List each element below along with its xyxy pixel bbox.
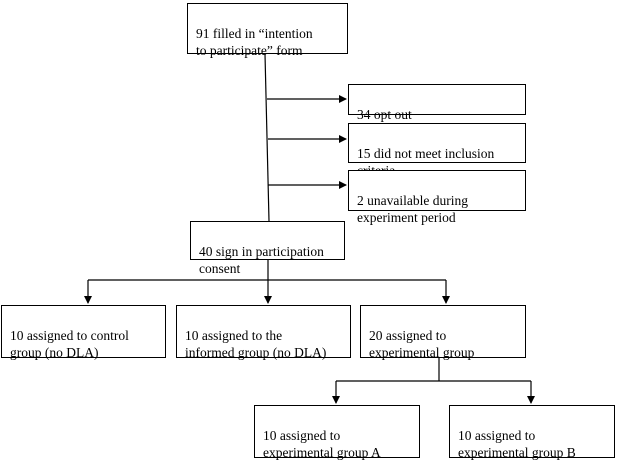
consent-box: 40 sign in participation consent <box>190 221 345 276</box>
unavailable-box: 2 unavailable during experiment period <box>348 170 526 225</box>
filled-form-text: 91 filled in “intention to participate” … <box>196 26 313 58</box>
did-not-meet-box: 15 did not meet inclusion criteria <box>348 123 526 178</box>
group-a-text: 10 assigned to experimental group A <box>263 428 381 460</box>
unavailable-text: 2 unavailable during experiment period <box>357 193 468 225</box>
informed-group-box: 10 assigned to the informed group (no DL… <box>176 305 351 360</box>
consent-text: 40 sign in participation consent <box>199 244 324 276</box>
filled-form-box: 91 filled in “intention to participate” … <box>187 3 348 58</box>
control-group-box: 10 assigned to control group (no DLA) <box>1 305 166 360</box>
opt-out-text: 34 opt out <box>357 107 412 122</box>
group-b-box: 10 assigned to experimental group B <box>449 405 615 460</box>
control-group-text: 10 assigned to control group (no DLA) <box>10 328 129 360</box>
opt-out-box: 34 opt out <box>348 84 526 122</box>
group-a-box: 10 assigned to experimental group A <box>254 405 420 460</box>
experimental-group-text: 20 assigned to experimental group <box>369 328 475 360</box>
experimental-group-box: 20 assigned to experimental group <box>360 305 526 360</box>
trunk-line <box>264 53 270 222</box>
group-b-text: 10 assigned to experimental group B <box>458 428 576 460</box>
informed-group-text: 10 assigned to the informed group (no DL… <box>185 328 327 360</box>
